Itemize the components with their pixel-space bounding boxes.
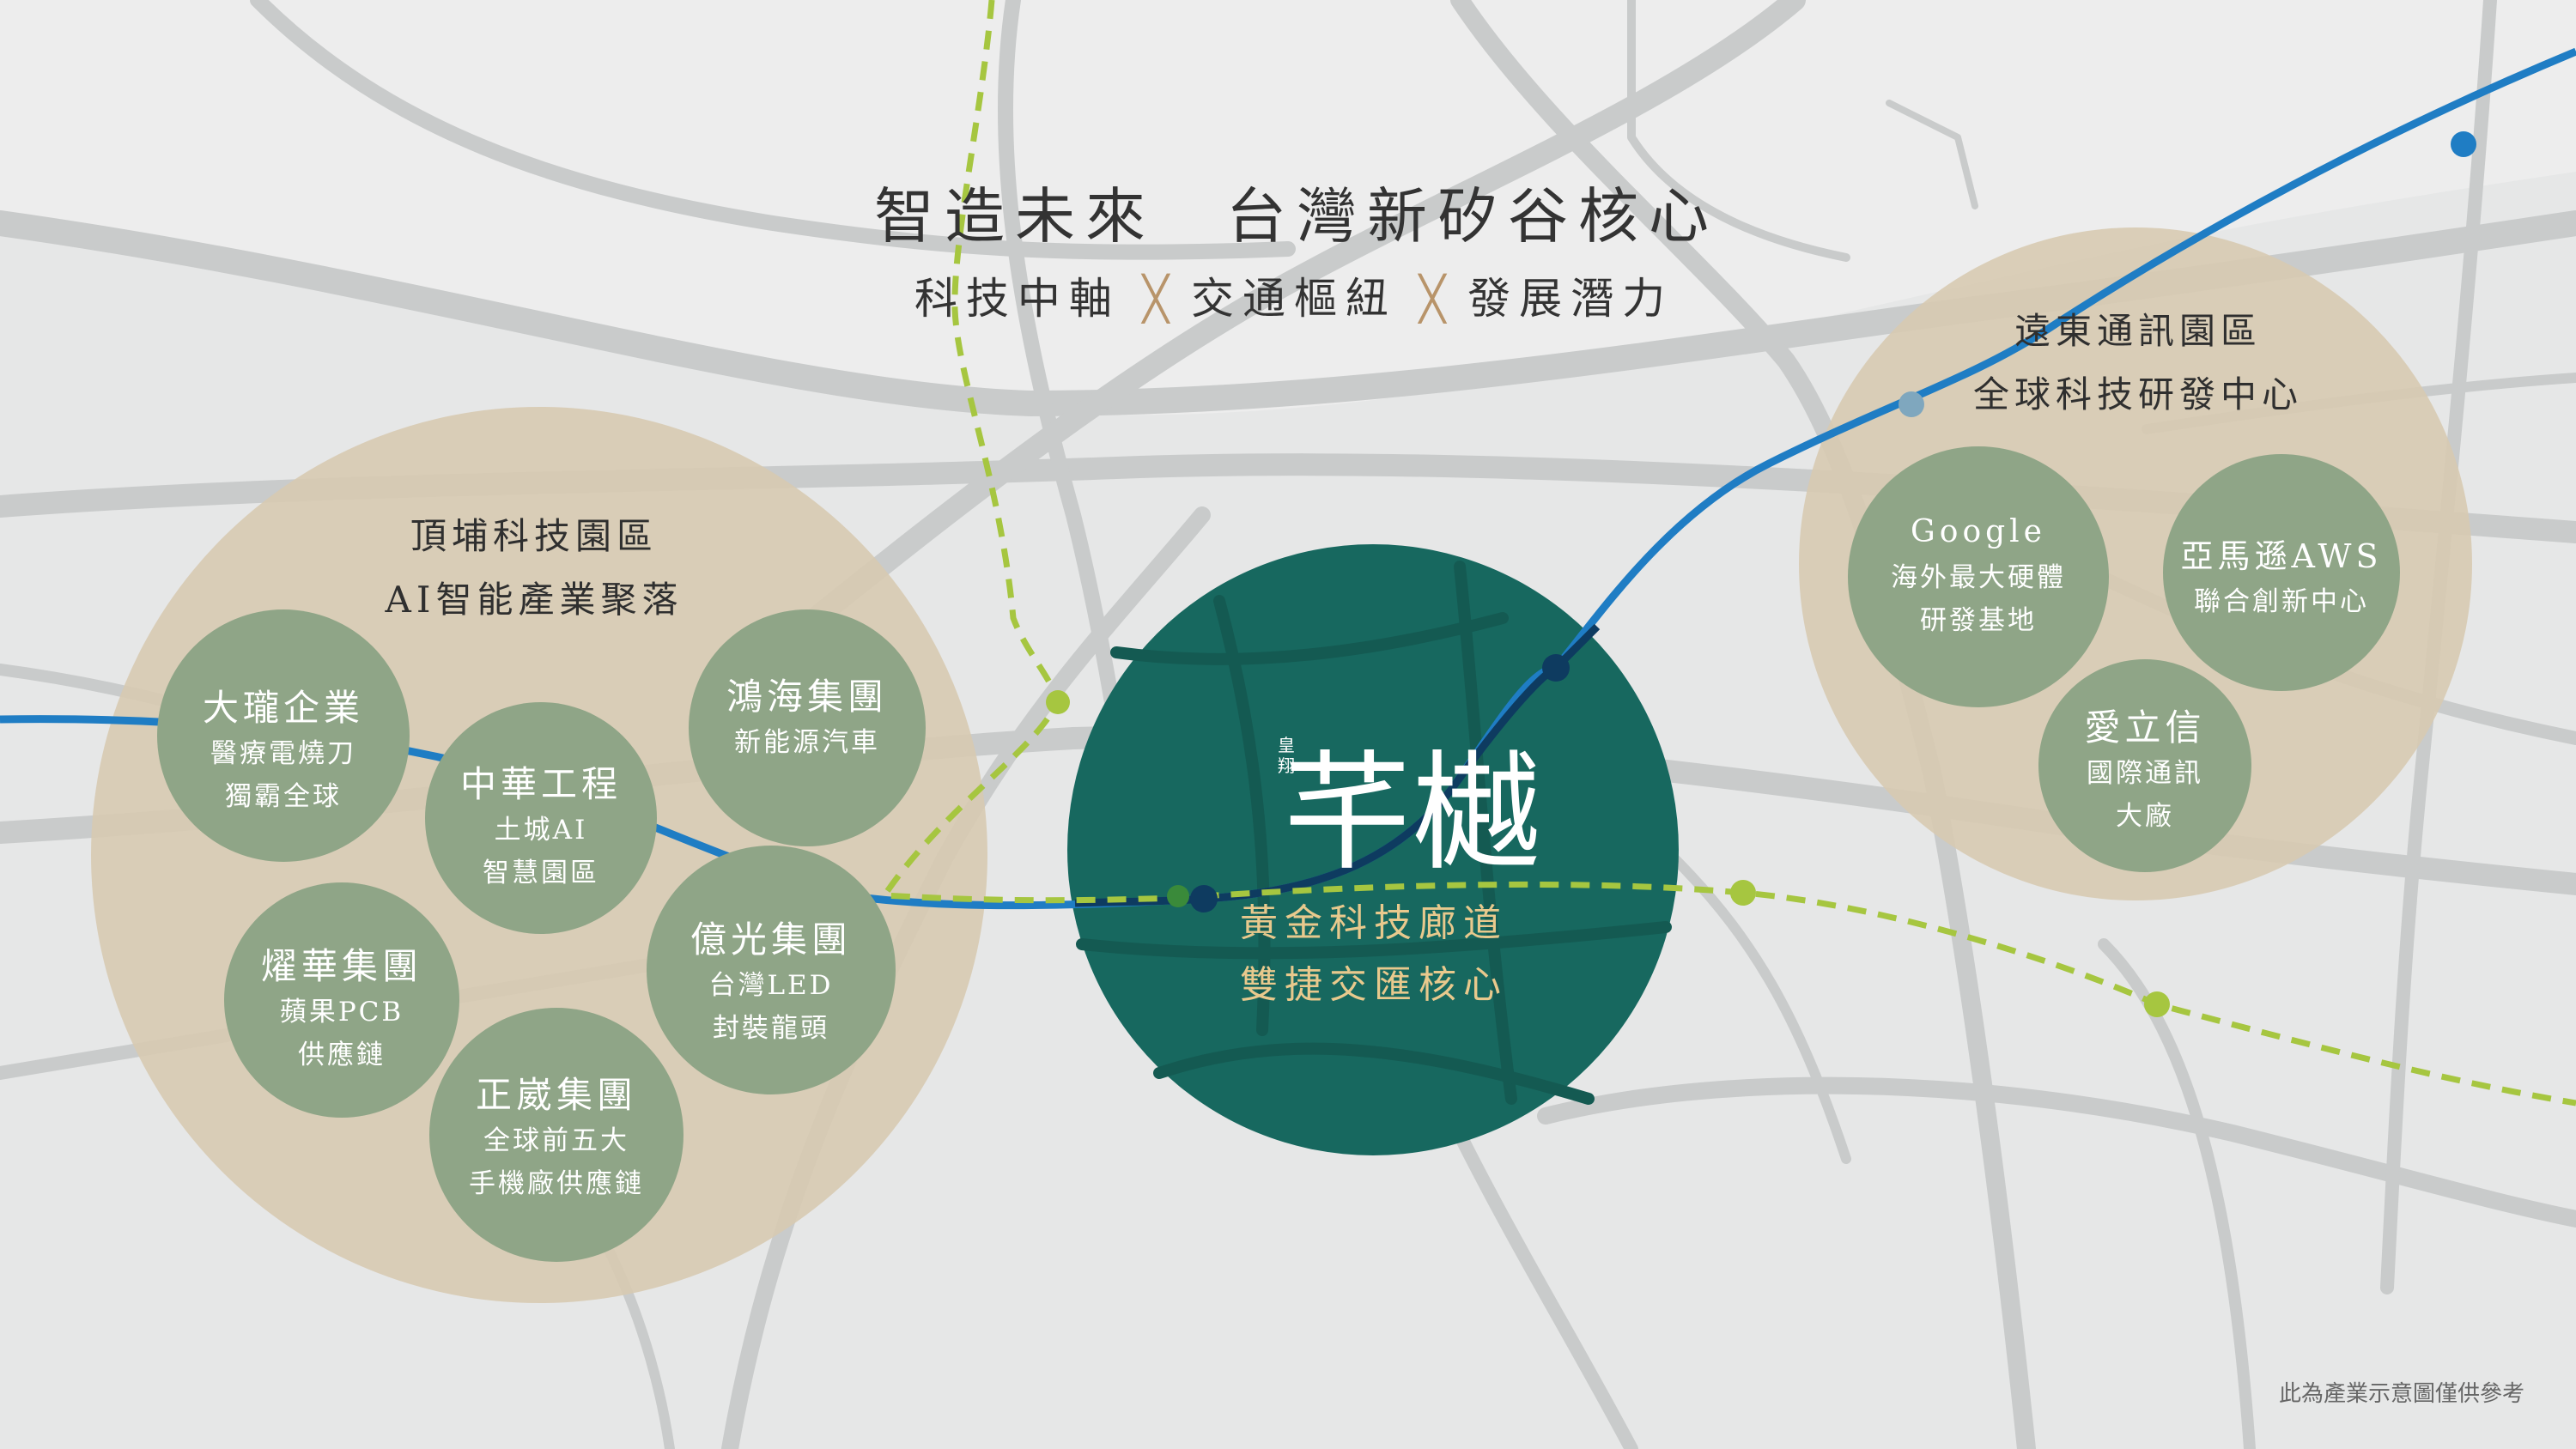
station-green-1 xyxy=(1046,690,1070,714)
zone-subtitle: 全球科技研發中心 xyxy=(1972,373,2304,415)
zone-subtitle: AI智能產業聚落 xyxy=(385,579,683,621)
zone-title: 遠東通訊園區 xyxy=(2014,310,2263,352)
core-tagline: 黃金科技廊道 雙捷交匯核心 xyxy=(1240,893,1508,1016)
company-everlight: 億光集團 台灣LED 封裝龍頭 xyxy=(690,916,852,1050)
page-title: 智造未來 台灣新矽谷核心 xyxy=(874,181,1719,252)
brand-logo-small: 皇翔 xyxy=(1278,735,1295,776)
company-desc: 聯合創新中心 xyxy=(2194,586,2369,617)
company-name: 愛立信 xyxy=(2084,706,2206,749)
company-yaohua: 燿華集團 蘋果PCB 供應鏈 xyxy=(261,943,422,1076)
company-desc: 獨霸全球 xyxy=(224,781,342,812)
company-desc: 大廠 xyxy=(2115,801,2174,832)
company-desc: 智慧園區 xyxy=(482,858,599,888)
subtitle-item-tech-axis: 科技中軸 xyxy=(914,274,1121,324)
separator-cross-icon: ╳ xyxy=(1419,274,1446,324)
company-name: 正崴集團 xyxy=(475,1074,637,1116)
company-desc: 手機廠供應鏈 xyxy=(469,1168,644,1199)
subtitle-item-potential: 發展潛力 xyxy=(1467,274,1674,324)
river xyxy=(0,0,2576,415)
company-circle-amazon xyxy=(2163,454,2400,691)
company-honhai: 鴻海集團 新能源汽車 xyxy=(726,673,888,764)
station-blue-2 xyxy=(1899,391,1924,417)
company-zhonghua: 中華工程 土城AI 智慧園區 xyxy=(460,761,622,894)
zone-title: 頂埔科技園區 xyxy=(410,515,658,557)
company-desc: 全球前五大 xyxy=(483,1125,629,1156)
zone-label-dingpu: 頂埔科技園區 AI智能產業聚落 xyxy=(386,505,683,632)
company-desc: 蘋果PCB xyxy=(279,997,404,1028)
zone-circle-fareastone xyxy=(1799,227,2472,900)
company-circle-zhonghua xyxy=(425,702,657,934)
core-tagline-line1: 黃金科技廊道 xyxy=(1240,901,1508,945)
company-name: 燿華集團 xyxy=(260,945,423,987)
company-name: 中華工程 xyxy=(459,763,623,805)
separator-cross-icon: ╳ xyxy=(1142,274,1169,324)
company-name: 大瓏企業 xyxy=(202,687,365,729)
company-desc: 供應鏈 xyxy=(297,1040,386,1070)
station-core-2 xyxy=(1190,885,1218,912)
station-green-2 xyxy=(1167,885,1189,907)
company-desc: 土城AI xyxy=(494,815,588,846)
company-circle-everlight xyxy=(647,846,896,1094)
station-core-1 xyxy=(1542,654,1570,682)
company-circle-yaohua xyxy=(224,882,459,1118)
company-circle-ailixin xyxy=(2038,659,2251,872)
company-desc: 新能源汽車 xyxy=(733,727,880,758)
core-roads xyxy=(1076,561,1672,1105)
core-tagline-line2: 雙捷交匯核心 xyxy=(1240,963,1508,1007)
disclaimer-note: 此為產業示意圖僅供參考 xyxy=(2278,1381,2524,1407)
company-desc: 研發基地 xyxy=(1920,605,2037,636)
company-name: Google xyxy=(1911,514,2046,549)
company-name: 亞馬遜AWS xyxy=(2180,537,2383,575)
page-subtitle: 科技中軸 ╳ 交通樞紐 ╳ 發展潛力 xyxy=(914,264,1674,326)
green-metro-line xyxy=(878,0,2576,1106)
company-zhengwei: 正崴集團 全球前五大 手機廠供應鏈 xyxy=(469,1071,644,1205)
company-google: Google 海外最大硬體 研發基地 xyxy=(1891,508,2066,642)
company-circle-google xyxy=(1848,446,2109,707)
company-amazon: 亞馬遜AWS 聯合創新中心 xyxy=(2181,532,2383,623)
company-circle-honhai xyxy=(689,609,926,846)
company-dalung: 大瓏企業 醫療電燒刀 獨霸全球 xyxy=(203,684,364,818)
station-green-3 xyxy=(1730,880,1756,906)
company-desc: 封裝龍頭 xyxy=(712,1013,829,1044)
company-name: 億光集團 xyxy=(690,919,853,961)
company-desc: 醫療電燒刀 xyxy=(210,738,356,769)
station-blue-1 xyxy=(2451,131,2476,157)
zone-label-fareastone: 遠東通訊園區 全球科技研發中心 xyxy=(1973,300,2303,427)
brand-logo: 芊樾 xyxy=(1282,739,1541,888)
station-green-4 xyxy=(2144,991,2170,1017)
company-desc: 海外最大硬體 xyxy=(1891,562,2066,593)
company-name: 鴻海集團 xyxy=(726,676,889,718)
company-desc: 台灣LED xyxy=(708,970,834,1001)
company-ailixin: 愛立信 國際通訊 大廠 xyxy=(2084,704,2205,838)
company-circle-zhengwei xyxy=(429,1008,683,1262)
subtitle-item-transit-hub: 交通樞紐 xyxy=(1191,274,1397,324)
company-desc: 國際通訊 xyxy=(2086,758,2203,789)
company-circle-dalung xyxy=(157,609,410,862)
